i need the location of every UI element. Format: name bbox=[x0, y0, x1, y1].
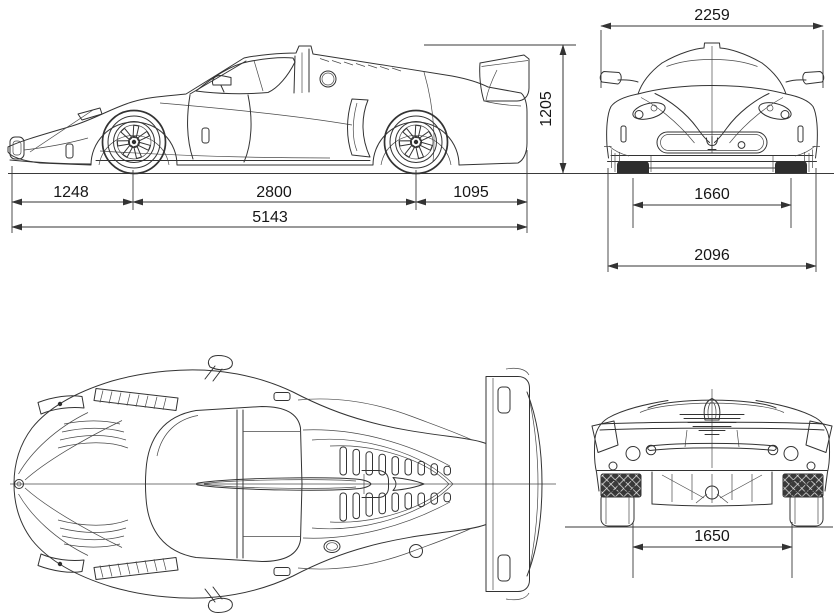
label-rear-overhang: 1095 bbox=[453, 184, 489, 201]
top-engine-louvres bbox=[311, 438, 454, 530]
side-view-drawing bbox=[7, 45, 530, 174]
rear-exhaust-grilles bbox=[600, 473, 824, 498]
dim-body-width: 2096 bbox=[607, 168, 817, 272]
dim-overall-width: 2259 bbox=[600, 7, 824, 88]
front-grille bbox=[656, 131, 768, 154]
dim-rear-track: 1650 bbox=[632, 522, 793, 578]
top-view-drawing bbox=[10, 355, 556, 613]
label-overall-width: 2259 bbox=[694, 7, 730, 24]
label-front-overhang: 1248 bbox=[53, 184, 89, 201]
top-headlights bbox=[37, 395, 85, 573]
dim-front-track: 1660 bbox=[632, 178, 792, 228]
label-wheelbase: 2800 bbox=[256, 184, 292, 201]
trident-icon bbox=[706, 136, 718, 150]
front-right-mirror bbox=[785, 71, 825, 85]
dim-overall-height: 1205 bbox=[424, 44, 576, 174]
side-rear-wheel bbox=[385, 111, 448, 174]
label-front-track: 1660 bbox=[694, 186, 730, 203]
front-view-drawing bbox=[599, 42, 825, 173]
front-left-mirror bbox=[599, 71, 639, 85]
dim-front-overhang: 1248 bbox=[11, 166, 134, 233]
top-roof-snorkel bbox=[196, 470, 425, 498]
front-headlights bbox=[632, 102, 792, 120]
dimension-annotations: 1248 2800 1095 5143 1205 2259 bbox=[11, 7, 824, 578]
dim-overall-length: 5143 bbox=[11, 209, 528, 231]
rear-wheels bbox=[600, 491, 824, 527]
side-rear-wing bbox=[479, 54, 530, 107]
label-overall-length: 5143 bbox=[252, 209, 288, 226]
top-fender-louvres bbox=[57, 388, 179, 580]
top-left-mirror bbox=[204, 355, 233, 382]
top-canopy bbox=[144, 406, 303, 562]
top-rear-wing bbox=[485, 367, 543, 601]
dim-rear-overhang: 1095 bbox=[415, 150, 528, 233]
rear-diffuser bbox=[651, 471, 773, 507]
top-right-mirror bbox=[204, 586, 233, 613]
label-overall-height: 1205 bbox=[538, 91, 555, 127]
label-rear-track: 1650 bbox=[694, 528, 730, 545]
rear-view-drawing bbox=[591, 389, 833, 527]
label-body-width: 2096 bbox=[694, 247, 730, 264]
dim-wheelbase: 2800 bbox=[132, 170, 417, 210]
side-front-wheel bbox=[103, 111, 166, 174]
rear-taillights bbox=[608, 444, 816, 471]
